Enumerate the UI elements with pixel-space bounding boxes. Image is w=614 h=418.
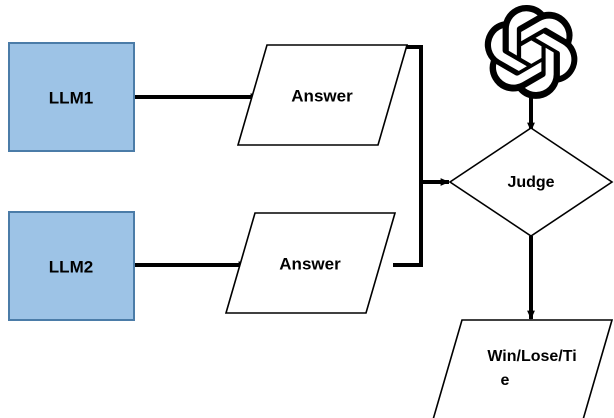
node-answer1[interactable]: Answer [236,44,409,146]
answer1-parallelogram [236,44,409,146]
llm2-rect [8,211,135,321]
outcome-label-line2: e [501,372,510,389]
node-llm2[interactable]: LLM2 [8,211,135,321]
node-llm1[interactable]: LLM1 [8,42,135,152]
llm1-label: LLM1 [49,88,93,107]
outcome-parallelogram [432,319,614,418]
edge-answer1-to-bus [393,45,423,267]
answer1-label: Answer [291,86,353,105]
node-judge[interactable]: Judge [448,127,614,237]
llm1-rect [8,42,135,152]
answer2-parallelogram [224,212,397,314]
judge-diamond [448,127,614,237]
node-outcome[interactable]: Win/Lose/Ti e [430,319,614,418]
openai-logo-icon [484,4,578,99]
judge-label: Judge [507,174,554,191]
llm2-label: LLM2 [49,257,93,276]
answer2-label: Answer [279,254,341,273]
outcome-label-line1: Win/Lose/Ti [487,348,576,365]
node-answer2[interactable]: Answer [224,212,397,314]
